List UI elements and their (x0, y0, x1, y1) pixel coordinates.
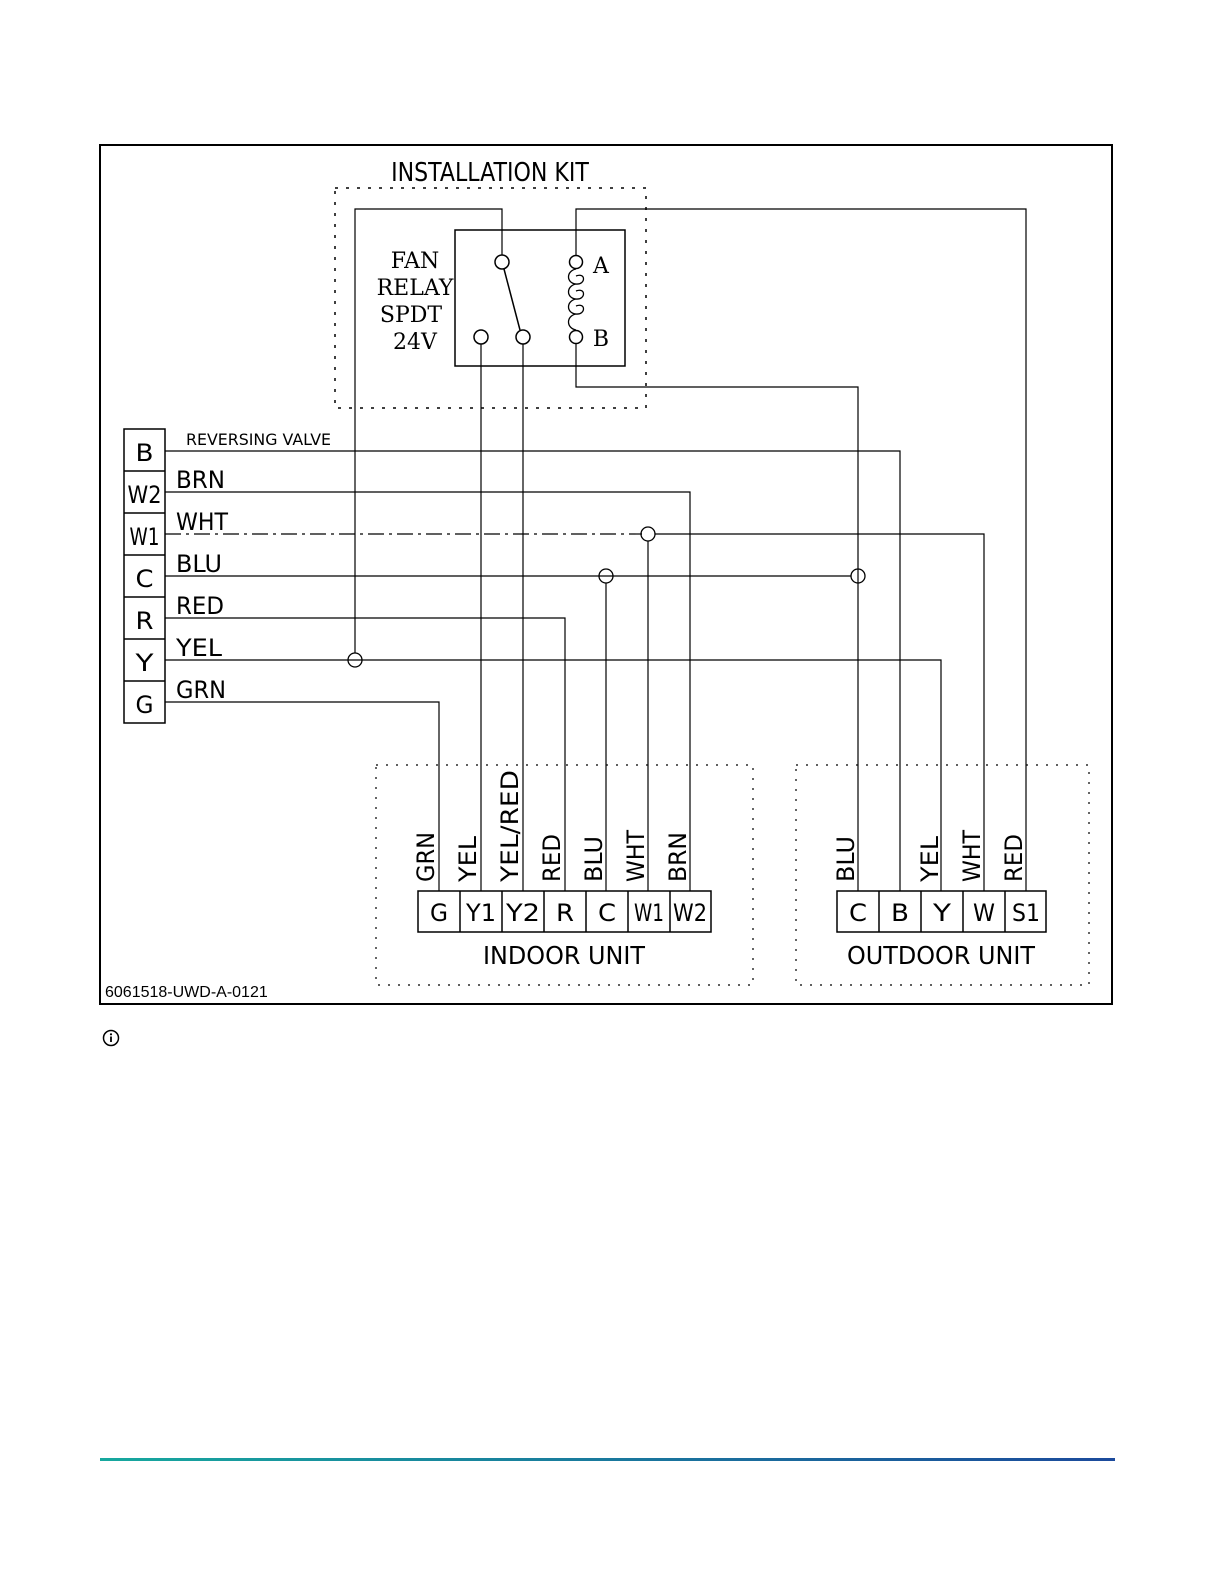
relay-coil-terminal-b (570, 331, 583, 344)
indoor-wire-label-yel-red: YEL/RED (496, 770, 524, 883)
indoor-terminal-y1: Y1 (465, 899, 496, 927)
indoor-wire-label-grn: GRN (412, 832, 440, 882)
indoor-terminal-c: C (598, 899, 616, 927)
outdoor-wire-label-yel: YEL (916, 835, 944, 883)
wire-coil-b-to-outdoor-c (576, 344, 858, 891)
thermostat-terminal-w1: W1 (130, 523, 160, 551)
relay-coil-terminal-a (570, 256, 583, 269)
thermostat-terminal-b: B (136, 439, 154, 467)
outdoor-wire-label-red: RED (1000, 834, 1028, 882)
indoor-wire-label-wht: WHT (622, 830, 650, 882)
outdoor-terminal-y: Y (932, 899, 952, 927)
footer-rule (100, 1458, 1115, 1461)
wire-label-blu: BLU (176, 550, 222, 578)
junction-w1 (641, 527, 655, 541)
wire-label-wht: WHT (176, 508, 228, 536)
indoor-wire-label-brn: BRN (664, 832, 692, 882)
relay-label-line-1: FAN (391, 249, 440, 274)
relay-coil (569, 269, 584, 330)
indoor-wire-label-red: RED (538, 834, 566, 882)
relay-switch-arm (504, 269, 520, 330)
relay-label-line-2: RELAY (377, 276, 454, 301)
thermostat-terminal-r: R (136, 607, 154, 635)
wire-label-red: RED (176, 592, 224, 620)
relay-label-line-4: 24V (393, 330, 438, 355)
indoor-terminal-w2: W2 (673, 899, 707, 927)
installation-kit-title: INSTALLATION KIT (391, 157, 589, 187)
indoor-wire-label-yel: YEL (454, 835, 482, 883)
wire-g-grn (165, 702, 439, 891)
outdoor-wire-label-wht: WHT (958, 830, 986, 882)
outdoor-terminal-s1: S1 (1012, 899, 1040, 927)
outdoor-terminal-c: C (849, 899, 867, 927)
indoor-wire-labels: GRN YEL YEL/RED RED BLU WHT BRN (412, 770, 692, 883)
indoor-terminal-r: R (556, 899, 574, 927)
outdoor-unit-title: OUTDOOR UNIT (847, 941, 1036, 970)
outdoor-terminal-b: B (891, 899, 909, 927)
outdoor-wire-label-blu: BLU (832, 836, 860, 882)
outdoor-wire-labels: BLU YEL WHT RED (832, 830, 1028, 883)
wire-b-reversing-valve (165, 451, 900, 891)
thermostat-terminal-g: G (136, 691, 154, 719)
thermostat-terminal-w2: W2 (128, 481, 162, 509)
wire-w2-brn (165, 492, 690, 891)
wire-label-grn: GRN (176, 676, 226, 704)
relay-coil-label-a: A (592, 254, 610, 279)
relay-nc-contact (474, 330, 488, 344)
indoor-terminal-strip: G Y1 Y2 R C W1 W2 (418, 891, 711, 932)
outdoor-terminal-strip: C B Y W S1 (837, 891, 1046, 932)
thermostat-terminal-c: C (136, 565, 154, 593)
drawing-number: 6061518-UWD-A-0121 (105, 984, 268, 1001)
indoor-terminal-y2: Y2 (505, 899, 540, 927)
relay-common-contact (495, 255, 509, 269)
wire-label-yel: YEL (175, 634, 223, 662)
relay-no-contact (516, 330, 530, 344)
thermostat-terminal-strip: B W2 W1 C R Y G (124, 429, 165, 723)
indoor-wire-label-blu: BLU (580, 836, 608, 882)
wire-coil-a-to-s1 (576, 209, 1026, 891)
wire-label-brn: BRN (176, 466, 225, 494)
indoor-terminal-w1: W1 (634, 899, 664, 927)
indoor-terminal-g: G (430, 899, 448, 927)
info-circle-icon[interactable] (102, 1029, 120, 1047)
thermostat-terminal-y: Y (134, 649, 154, 677)
relay-coil-label-b: B (593, 327, 609, 352)
indoor-unit-title: INDOOR UNIT (483, 941, 646, 970)
outdoor-terminal-w: W (973, 899, 995, 927)
wires (165, 209, 1026, 891)
relay-label-line-3: SPDT (380, 303, 443, 328)
reversing-valve-label: REVERSING VALVE (186, 430, 331, 449)
